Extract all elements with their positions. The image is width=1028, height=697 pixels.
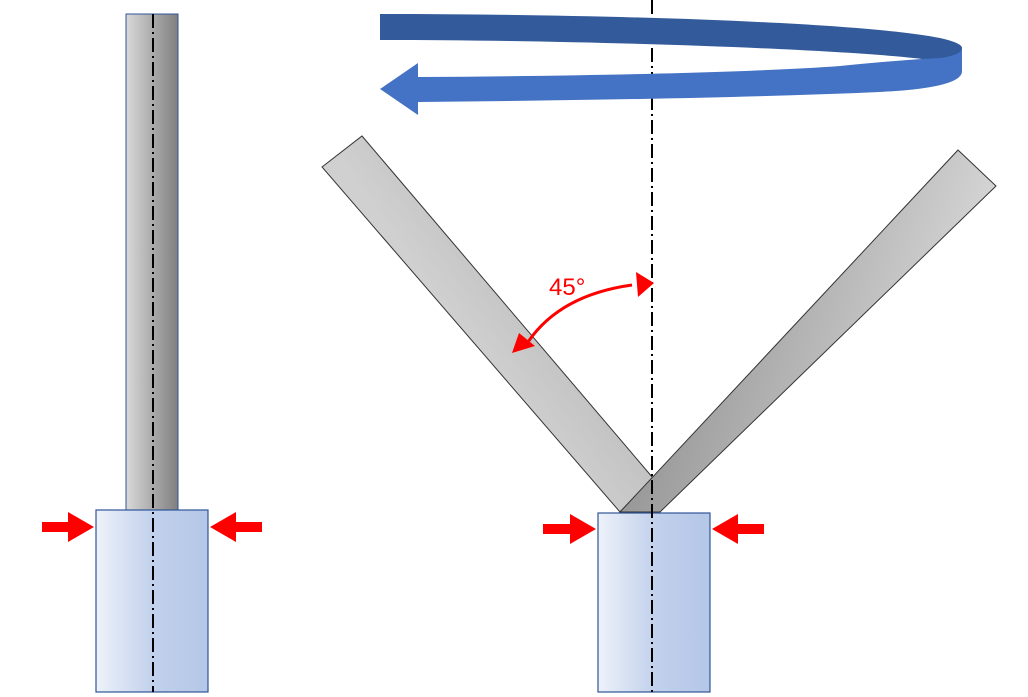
clamp-force-arrow-left xyxy=(42,512,94,542)
rotation-band-top xyxy=(380,14,962,72)
angle-label: 45° xyxy=(549,274,585,301)
clamp-block-right xyxy=(597,512,711,693)
rotation-band-bottom xyxy=(380,48,962,115)
straight-specimen xyxy=(42,13,262,693)
clamp-force-arrow-right xyxy=(210,512,262,542)
rotation-arrow xyxy=(380,14,962,115)
clamp-force-arrow-right-2 xyxy=(712,514,764,544)
angle-arc xyxy=(526,283,633,343)
angle-arrowhead-bottom xyxy=(512,333,535,353)
angle-annotation: 45° xyxy=(512,272,654,353)
clamp-force-arrow-left-2 xyxy=(543,514,596,544)
angle-arrowhead-top xyxy=(636,272,654,297)
bent-specimen xyxy=(321,0,997,693)
tilted-rod-left xyxy=(321,135,654,513)
tilted-rod-right xyxy=(618,149,997,513)
